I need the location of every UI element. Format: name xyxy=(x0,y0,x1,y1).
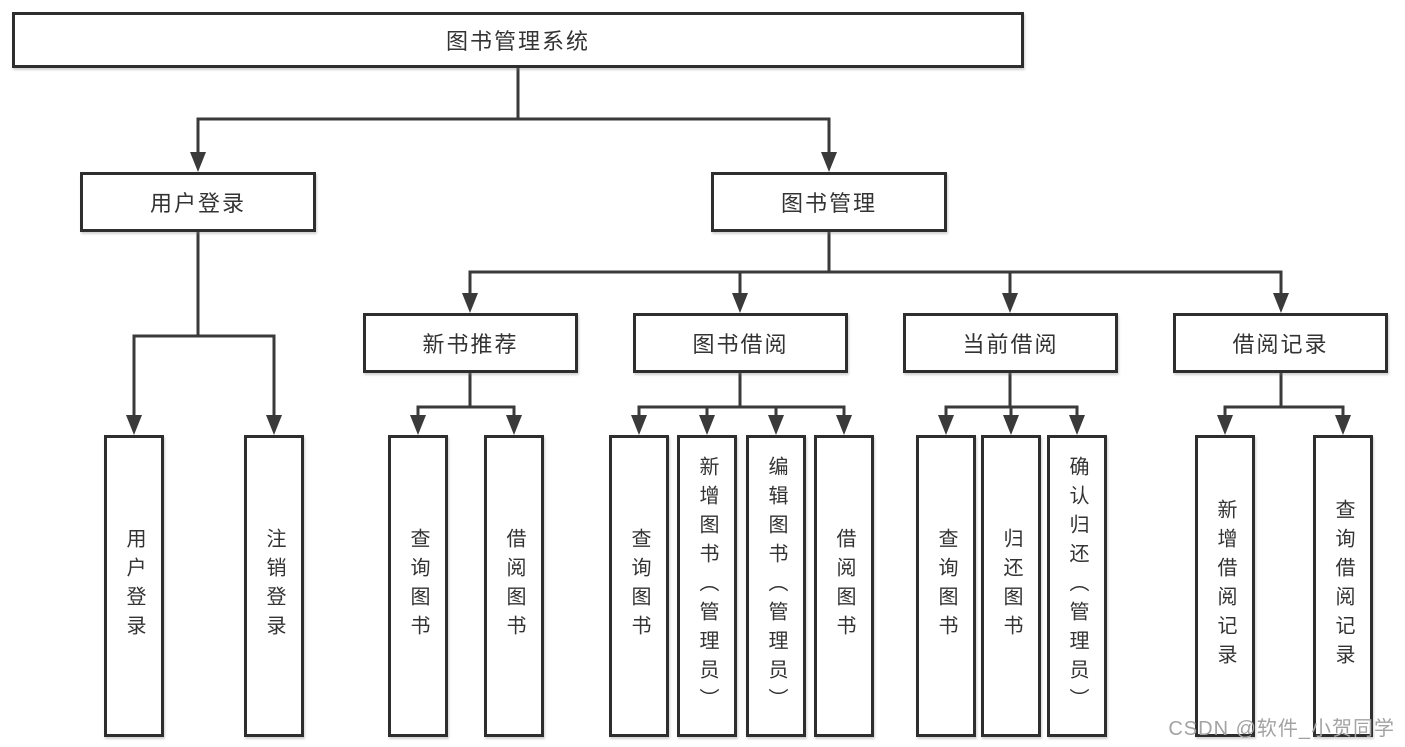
node-label: 确认归还（管理员） xyxy=(1066,455,1088,717)
node-label: 新增借阅记录 xyxy=(1214,499,1236,673)
node-label: 图书借阅 xyxy=(692,332,789,357)
node-label: 查询图书 xyxy=(628,528,650,644)
node-label: 归还图书 xyxy=(1000,528,1022,644)
node-label: 用户登录 xyxy=(123,528,145,644)
node-label: 用户登录 xyxy=(149,191,246,216)
node-label: 借阅图书 xyxy=(503,528,525,644)
node-current-borrowing: 当前借阅 xyxy=(903,313,1118,373)
leaf-confirm-return-admin: 确认归还（管理员） xyxy=(1047,435,1107,737)
node-label: 图书管理系统 xyxy=(445,29,590,54)
node-label: 借阅记录 xyxy=(1232,332,1329,357)
node-new-book-recommendation: 新书推荐 xyxy=(363,313,578,373)
leaf-logout: 注销登录 xyxy=(244,435,304,737)
node-label: 查询借阅记录 xyxy=(1332,499,1354,673)
node-label: 查询图书 xyxy=(407,528,429,644)
node-book-management: 图书管理 xyxy=(711,172,947,232)
node-borrowing-records: 借阅记录 xyxy=(1173,313,1388,373)
node-label: 借阅图书 xyxy=(833,528,855,644)
leaf-borrow-books-borrowing: 借阅图书 xyxy=(814,435,874,737)
leaf-query-books-recommend: 查询图书 xyxy=(388,435,448,737)
node-label: 编辑图书（管理员） xyxy=(765,455,787,717)
leaf-borrow-books-recommend: 借阅图书 xyxy=(484,435,544,737)
node-label: 当前借阅 xyxy=(962,332,1059,357)
leaf-edit-books-admin: 编辑图书（管理员） xyxy=(746,435,806,737)
leaf-query-books-current: 查询图书 xyxy=(916,435,976,737)
node-label: 新增图书（管理员） xyxy=(696,455,718,717)
node-library-management-system: 图书管理系统 xyxy=(12,12,1024,68)
leaf-add-borrow-record: 新增借阅记录 xyxy=(1195,435,1255,737)
node-label: 注销登录 xyxy=(263,528,285,644)
node-user-login: 用户登录 xyxy=(80,172,316,232)
csdn-watermark: CSDN @软件_小贺同学 xyxy=(1168,718,1395,740)
leaf-return-books: 归还图书 xyxy=(981,435,1041,737)
leaf-query-books-borrowing: 查询图书 xyxy=(609,435,669,737)
node-label: 图书管理 xyxy=(780,191,877,216)
node-book-borrowing: 图书借阅 xyxy=(633,313,848,373)
leaf-query-borrow-record: 查询借阅记录 xyxy=(1313,435,1373,737)
node-label: 查询图书 xyxy=(935,528,957,644)
leaf-add-books-admin: 新增图书（管理员） xyxy=(677,435,737,737)
node-label: 新书推荐 xyxy=(422,332,519,357)
leaf-user-login: 用户登录 xyxy=(104,435,164,737)
